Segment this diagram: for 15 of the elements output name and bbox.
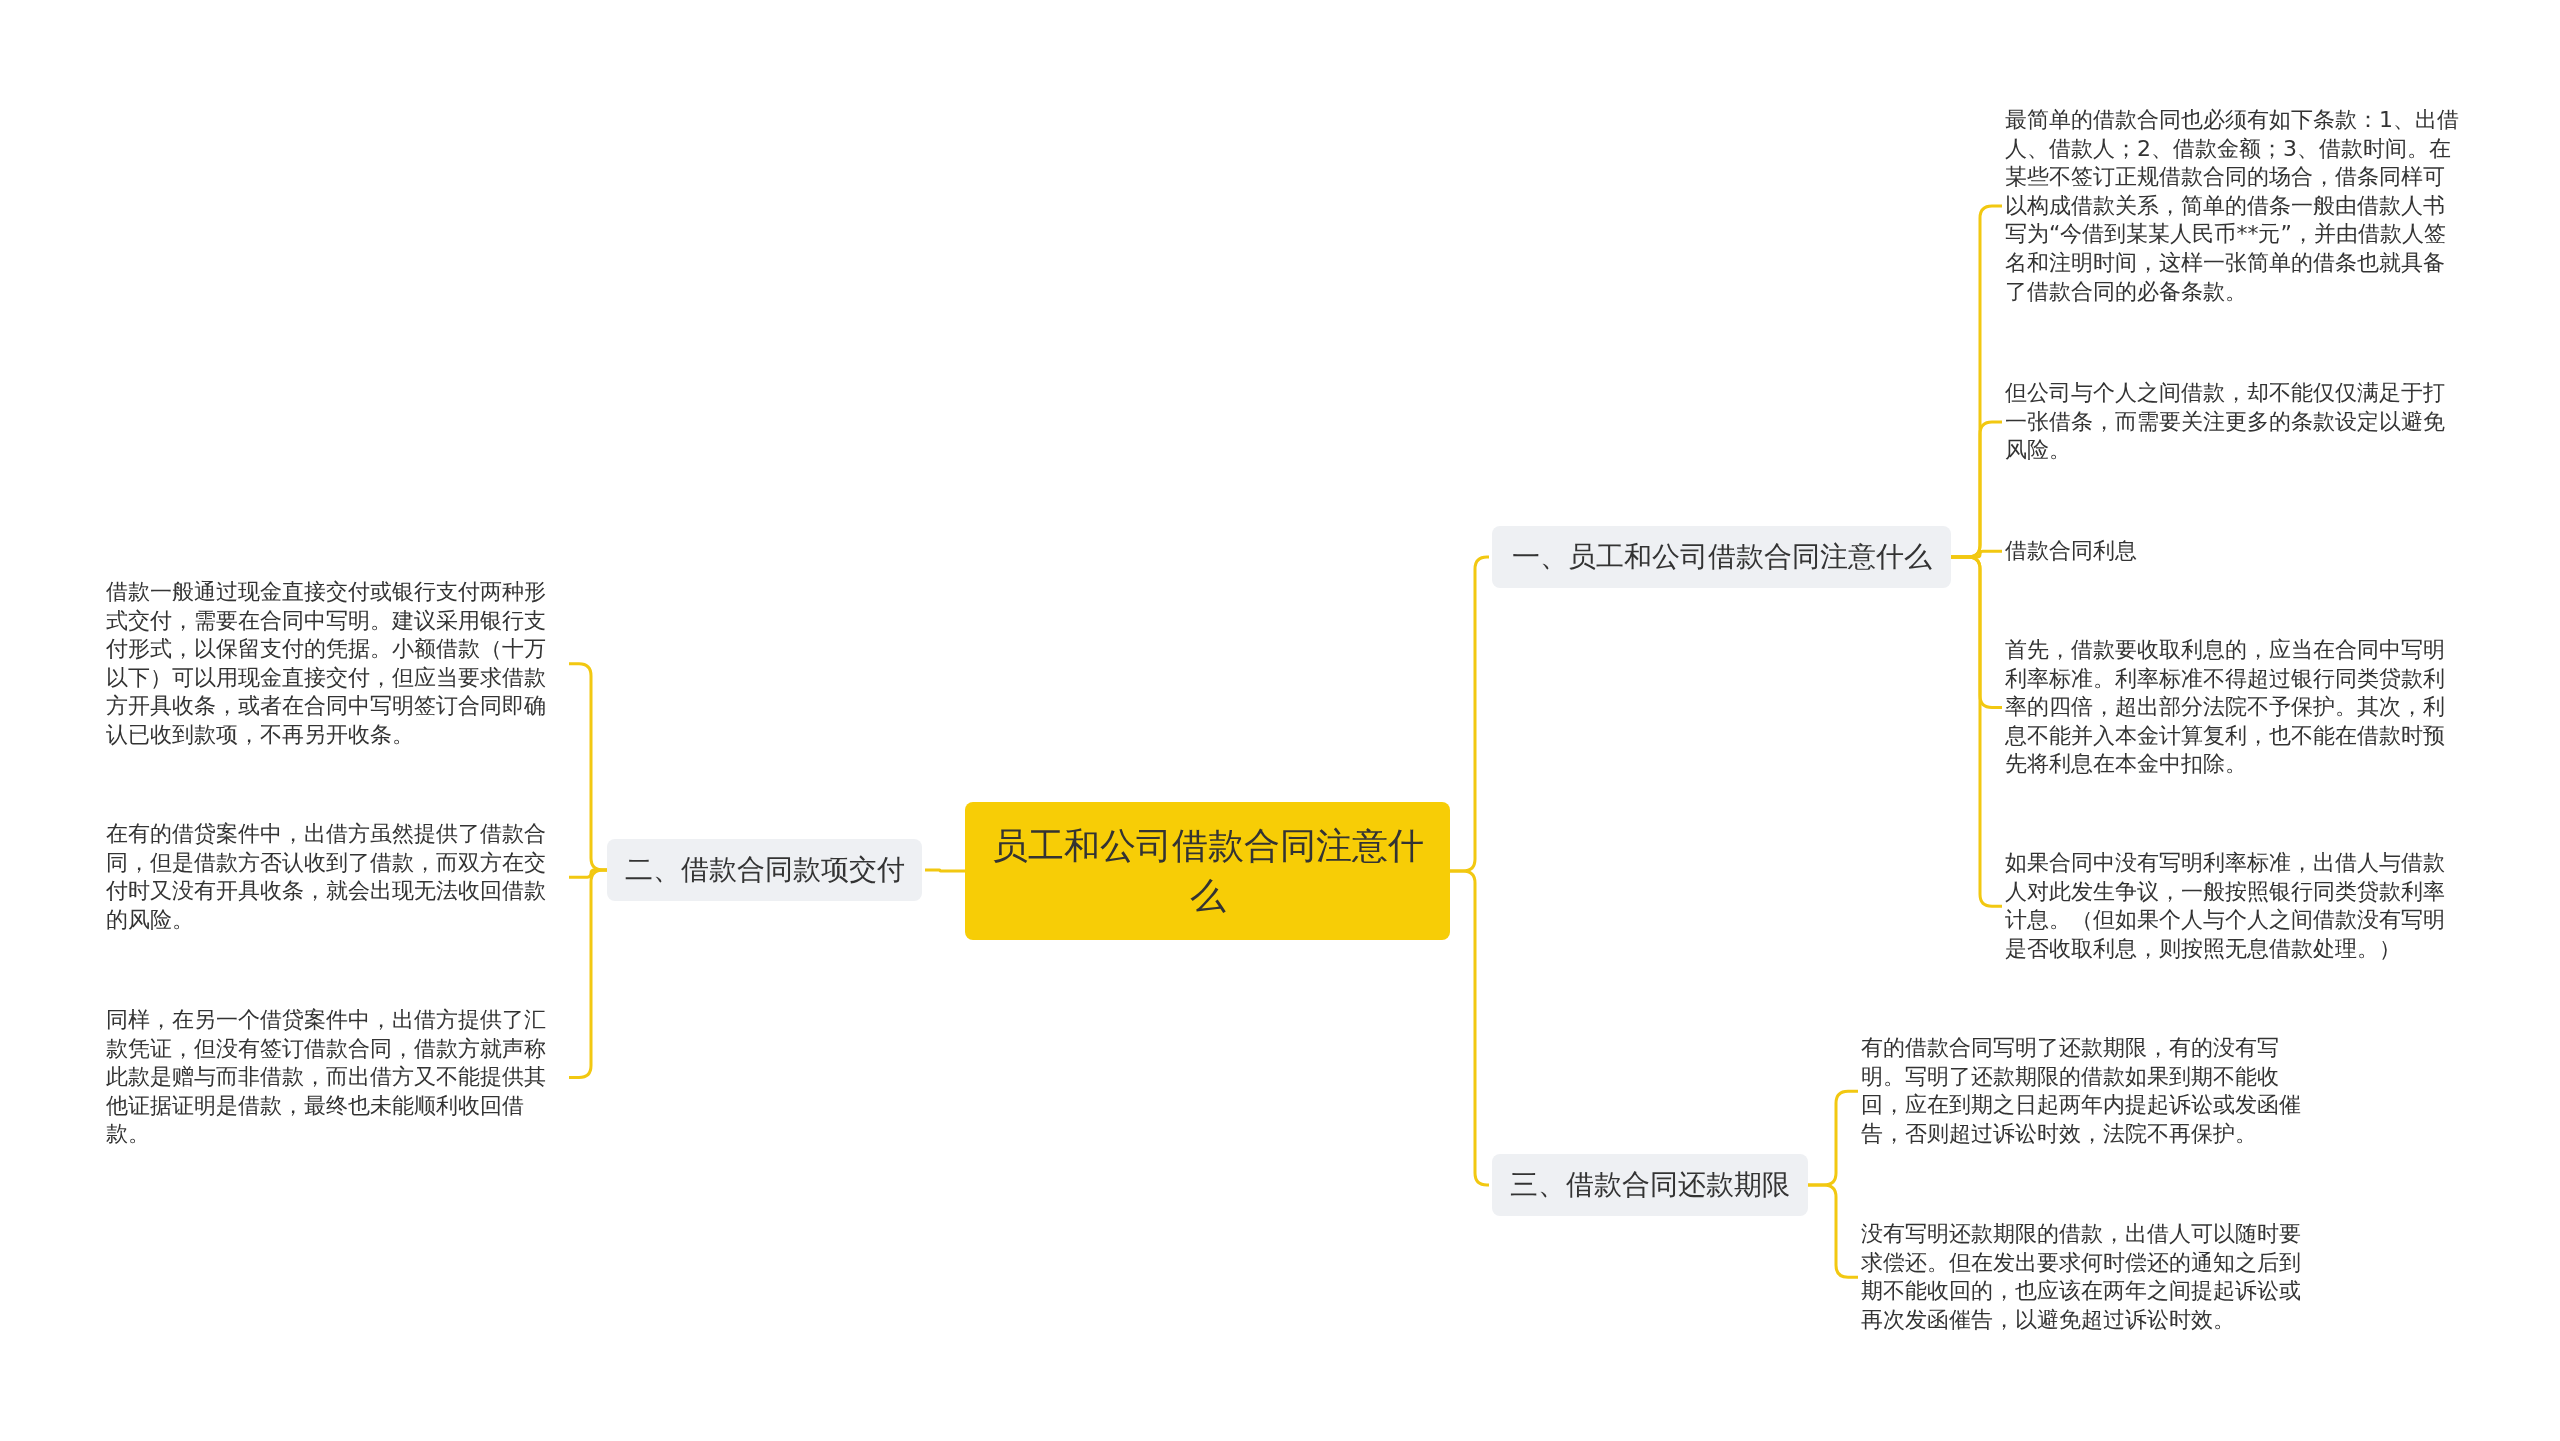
topic-box: 三、借款合同还款期限 [1492, 1154, 1808, 1216]
note-text: 但公司与个人之间借款，却不能仅仅满足于打一张借条，而需要关注更多的条款设定以避免风险。 [2005, 379, 2465, 465]
topic-box: 一、员工和公司借款合同注意什么 [1492, 526, 1951, 588]
note-text: 首先，借款要收取利息的，应当在合同中写明利率标准。利率标准不得超过银行同类贷款利率的四倍，超出部分法院不予保护。其次，利息不能并入本金计算复利，也不能在借款时预先将利息在本金中扣除。 [2005, 636, 2465, 779]
note-text: 在有的借贷案件中，出借方虽然提供了借款合同，但是借款方否认收到了借款，而双方在交付时又没有开具收条，就会出现无法收回借款的风险。 [106, 820, 566, 935]
connector-line [925, 868, 965, 873]
note-text: 同样，在另一个借贷案件中，出借方提供了汇款凭证，但没有签订借款合同，借款方就声称此款是赠与而非借款，而出借方又不能提供其他证据证明是借款，最终也未能顺利收回借款。 [106, 1006, 566, 1149]
note-text: 最简单的借款合同也必须有如下条款：1、出借人、借款人；2、借款金额；3、借款时间。在某些不签订正规借款合同的场合，借条同样可以构成借款关系，简单的借条一般由借款人书写为“今借到某某人民币**元”，并由借款人签名和注明时间，这样一张简单的借条也就具备了借款合同的必备条款。 [2005, 106, 2465, 307]
note-text: 借款一般通过现金直接交付或银行支付两种形式交付，需要在合同中写明。建议采用银行支付形式，以保留支付的凭据。小额借款（十万以下）可以用现金直接交付，但应当要求借款方开具收条，或者在合同中写明签订合同即确认已收到款项，不再另开收条。 [106, 578, 566, 750]
note-text: 没有写明还款期限的借款，出借人可以随时要求偿还。但在发出要求何时偿还的通知之后到期不能收回的，也应该在两年之间提起诉讼或再次发函催告，以避免超过诉讼时效。 [1861, 1220, 2321, 1335]
central-topic-box: 员工和公司借款合同注意什么 [965, 802, 1450, 940]
note-text: 有的借款合同写明了还款期限，有的没有写明。写明了还款期限的借款如果到期不能收回，应在到期之日起两年内提起诉讼或发函催告，否则超过诉讼时效，法院不再保护。 [1861, 1034, 2321, 1149]
note-text: 借款合同利息 [2005, 537, 2465, 566]
note-text: 如果合同中没有写明利率标准，出借人与借款人对此发生争议，一般按照银行同类贷款利率计息。（但如果个人与个人之间借款没有写明是否收取利息，则按照无息借款处理。） [2005, 849, 2465, 964]
topic-box: 二、借款合同款项交付 [607, 839, 922, 901]
